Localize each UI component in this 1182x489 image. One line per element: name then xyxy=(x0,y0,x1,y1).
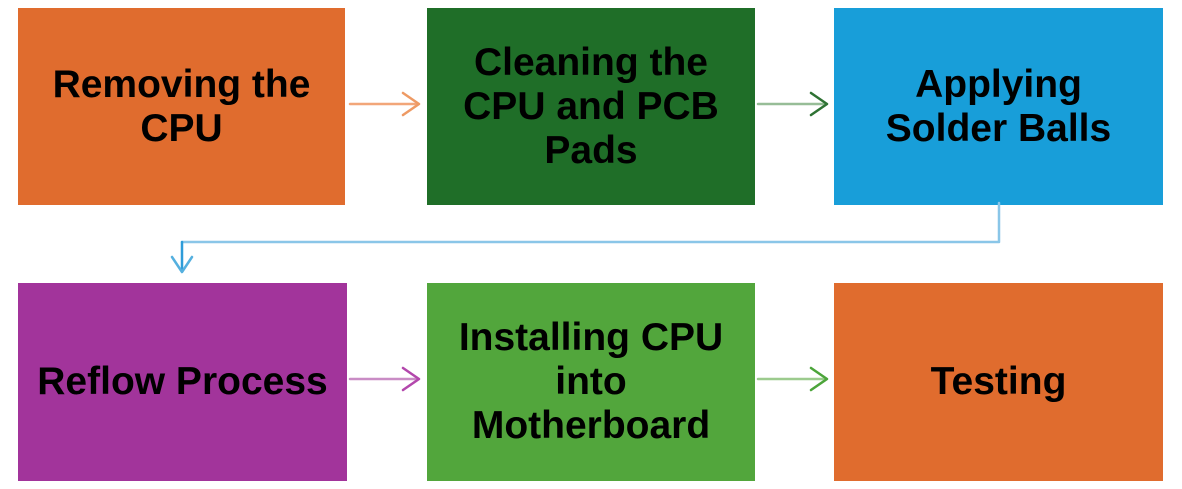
node-testing: Testing xyxy=(834,283,1163,481)
node-label: Removing the CPU xyxy=(52,62,311,150)
node-label: Cleaning the CPU and PCB Pads xyxy=(463,40,719,172)
arrow-right-icon xyxy=(401,366,421,392)
connector-step1-step2 xyxy=(348,91,421,117)
node-applying-solder-balls: Applying Solder Balls xyxy=(834,8,1163,205)
node-label: Applying Solder Balls xyxy=(885,62,1112,150)
node-removing-the-cpu: Removing the CPU xyxy=(18,8,345,205)
arrow-right-icon xyxy=(809,366,829,392)
arrow-right-icon xyxy=(809,91,829,117)
connector-step4-step5 xyxy=(348,366,421,392)
arrow-down-icon xyxy=(170,255,194,274)
connector-step5-step6 xyxy=(756,366,829,392)
connector-step2-step3 xyxy=(756,91,829,117)
node-installing-cpu-into-motherboard: Installing CPU into Motherboard xyxy=(427,283,755,481)
node-label: Reflow Process xyxy=(37,360,328,403)
node-cleaning-cpu-and-pcb-pads: Cleaning the CPU and PCB Pads xyxy=(427,8,755,205)
elbow-shaft xyxy=(180,201,1001,244)
node-label: Installing CPU into Motherboard xyxy=(458,316,724,447)
node-reflow-process: Reflow Process xyxy=(18,283,347,481)
arrow-right-icon xyxy=(401,91,421,117)
connector-step3-step4 xyxy=(170,201,1001,274)
node-label: Testing xyxy=(930,360,1067,403)
